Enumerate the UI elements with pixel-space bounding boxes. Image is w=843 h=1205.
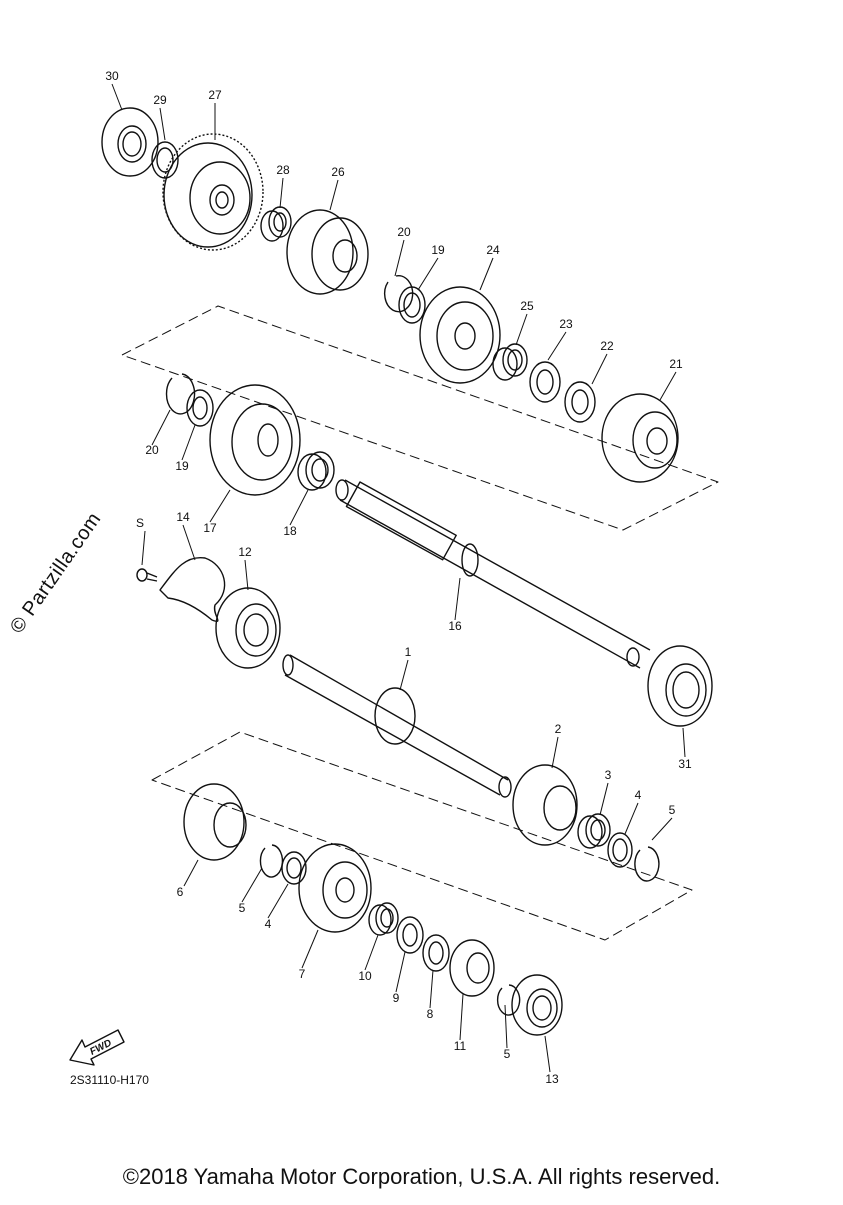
gear-24 (419, 286, 501, 384)
callout-30: 30 (105, 69, 119, 83)
callout-6: 6 (177, 885, 184, 899)
gear-27 (162, 133, 264, 251)
needle-bearing-25 (492, 343, 528, 381)
washer-22 (564, 381, 596, 423)
callout-31: 31 (678, 757, 692, 771)
needle-bearing-3 (577, 813, 611, 849)
circlip-20-middle (165, 373, 196, 415)
callout-27: 27 (208, 88, 222, 102)
callout-24: 24 (486, 243, 500, 257)
gear-21 (601, 393, 679, 483)
needle-bearing-18 (297, 451, 335, 491)
callout-22: 22 (600, 339, 614, 353)
washer-8 (422, 934, 450, 972)
upper-group-outline (121, 305, 719, 531)
callout-11: 11 (454, 1039, 467, 1053)
callout-17: 17 (203, 521, 217, 535)
callout-25: 25 (520, 299, 534, 313)
bearing-plate-14 (159, 556, 226, 622)
callout-16: 16 (448, 619, 462, 633)
callout-4: 4 (265, 917, 272, 931)
washer-4-right (607, 832, 633, 868)
lock-washer-9 (396, 916, 424, 954)
callout-3: 3 (605, 768, 612, 782)
lock-washer-23 (529, 361, 561, 403)
shaft-16 (335, 479, 651, 669)
callout-5: 5 (669, 803, 676, 817)
fwd-arrow-icon (69, 1029, 125, 1066)
bearing-12 (215, 587, 281, 669)
callout-20: 20 (145, 443, 159, 457)
callout-5: 5 (504, 1047, 511, 1061)
callout-26: 26 (331, 165, 345, 179)
callout-9: 9 (393, 991, 400, 1005)
washer-19-upper (398, 286, 426, 324)
callout-7: 7 (299, 967, 306, 981)
callout-5: 5 (239, 901, 246, 915)
callout-4: 4 (635, 788, 642, 802)
needle-bearing-10 (368, 902, 399, 936)
circlip-5-left (259, 844, 284, 878)
callout-29: 29 (153, 93, 167, 107)
callout-21: 21 (669, 357, 683, 371)
gear-6 (183, 783, 247, 861)
callout-28: 28 (276, 163, 290, 177)
callout-13: 13 (545, 1072, 559, 1086)
callout-20: 20 (397, 225, 411, 239)
lower-group-outline (151, 731, 693, 941)
copyright-notice: ©2018 Yamaha Motor Corporation, U.S.A. A… (122, 1164, 721, 1189)
callout-2: 2 (555, 722, 562, 736)
callout-19: 19 (431, 243, 445, 257)
callout-23: 23 (559, 317, 573, 331)
callout-10: 10 (358, 969, 372, 983)
washer-4-left (281, 851, 307, 885)
bearing-13 (511, 974, 563, 1036)
circlip-5-bottom (496, 984, 521, 1016)
callout-18: 18 (283, 524, 297, 538)
callout-8: 8 (427, 1007, 434, 1021)
bearing-31 (647, 645, 713, 727)
callout-S: S (136, 516, 144, 530)
main-shaft-1 (282, 654, 512, 798)
gear-26 (286, 209, 369, 295)
fwd-label: FWD (88, 1038, 113, 1058)
needle-bearing-28 (260, 206, 292, 242)
drawing-code: 2S31110-H170 (70, 1073, 149, 1087)
leader-lines (111, 83, 686, 1073)
bolt-s (136, 568, 158, 582)
washer-29 (151, 141, 179, 179)
washer-19-middle (186, 389, 214, 427)
callout-19: 19 (175, 459, 189, 473)
circlip-5-right (634, 846, 660, 882)
callout-14: 14 (176, 510, 190, 524)
bearing-30 (101, 107, 159, 177)
circlip-20-upper (383, 274, 414, 313)
gear-17 (209, 384, 301, 496)
callout-1: 1 (405, 645, 412, 659)
gear-7 (298, 843, 372, 933)
gear-11 (449, 939, 495, 997)
callout-12: 12 (238, 545, 252, 559)
gear-2 (512, 764, 578, 846)
